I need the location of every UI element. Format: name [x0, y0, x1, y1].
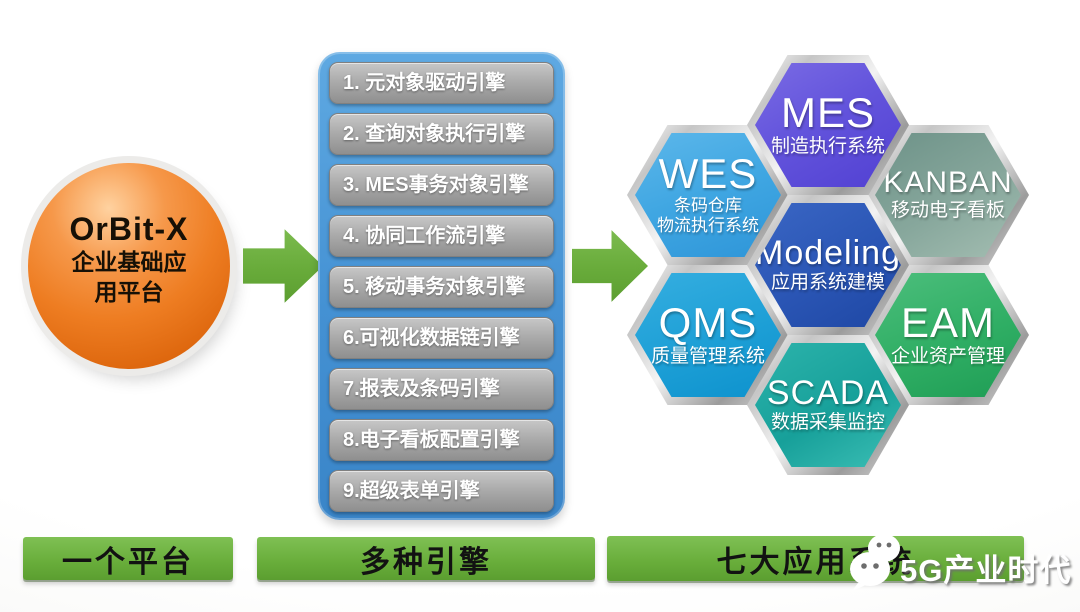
- hexagon-subtitle: 企业资产管理: [890, 345, 1005, 367]
- hexagon-title: Modeling: [755, 234, 901, 273]
- engine-item: 6.可视化数据链引擎: [329, 317, 554, 359]
- hexagon-subtitle: 移动电子看板: [890, 199, 1005, 221]
- hexagon-subtitle: 物流执行系统: [657, 216, 759, 236]
- hexagon-mes: MES 制造执行系统: [747, 55, 909, 195]
- engine-item: 2. 查询对象执行引擎: [329, 113, 554, 155]
- engine-item: 9.超级表单引擎: [329, 470, 554, 512]
- engine-item: 5. 移动事务对象引擎: [329, 266, 554, 308]
- platform-sphere: OrBit-X 企业基础应 用平台: [28, 163, 230, 369]
- engine-item: 8.电子看板配置引擎: [329, 419, 554, 461]
- footer-bar-platform: 一个平台: [23, 537, 233, 580]
- watermark: 5G产业时代: [840, 531, 1071, 593]
- hexagon-subtitle: 制造执行系统: [770, 135, 885, 157]
- hexagon-modeling: Modeling 应用系统建模: [747, 195, 909, 335]
- hexagon-title: WES: [658, 149, 758, 197]
- hexagon-eam: EAM 企业资产管理: [867, 265, 1029, 405]
- engine-item: 1. 元对象驱动引擎: [329, 62, 554, 104]
- hexagon-title: SCADA: [766, 374, 890, 413]
- arrow-right-icon: [243, 229, 323, 303]
- engine-panel: 1. 元对象驱动引擎 2. 查询对象执行引擎 3. MES事务对象引擎 4. 协…: [318, 52, 565, 520]
- footer-bar-engines: 多种引擎: [257, 537, 595, 580]
- hexagon-subtitle: 质量管理系统: [650, 345, 765, 367]
- hexagon-title: EAM: [900, 299, 995, 346]
- hexagon-title: QMS: [658, 299, 758, 346]
- hexagon-title: KANBAN: [883, 166, 1013, 200]
- engine-item: 3. MES事务对象引擎: [329, 164, 554, 206]
- hexagon-subtitle: 数据采集监控: [770, 411, 885, 433]
- hexagon-subtitle: 条码仓库: [674, 195, 742, 215]
- hexagon-subtitle: 应用系统建模: [770, 271, 885, 293]
- wechat-icon: [850, 534, 900, 591]
- hexagon-title: MES: [780, 89, 875, 136]
- hexagon-scada: SCADA 数据采集监控: [747, 335, 909, 475]
- arrow-right-icon: [572, 230, 648, 302]
- engine-item: 7.报表及条码引擎: [329, 368, 554, 410]
- platform-subtitle-line1: 企业基础应: [71, 249, 187, 276]
- engine-item: 4. 协同工作流引擎: [329, 215, 554, 257]
- watermark-text: 5G产业时代: [900, 553, 1072, 588]
- platform-name: OrBit-X: [69, 211, 189, 248]
- platform-subtitle-line2: 用平台: [94, 278, 164, 305]
